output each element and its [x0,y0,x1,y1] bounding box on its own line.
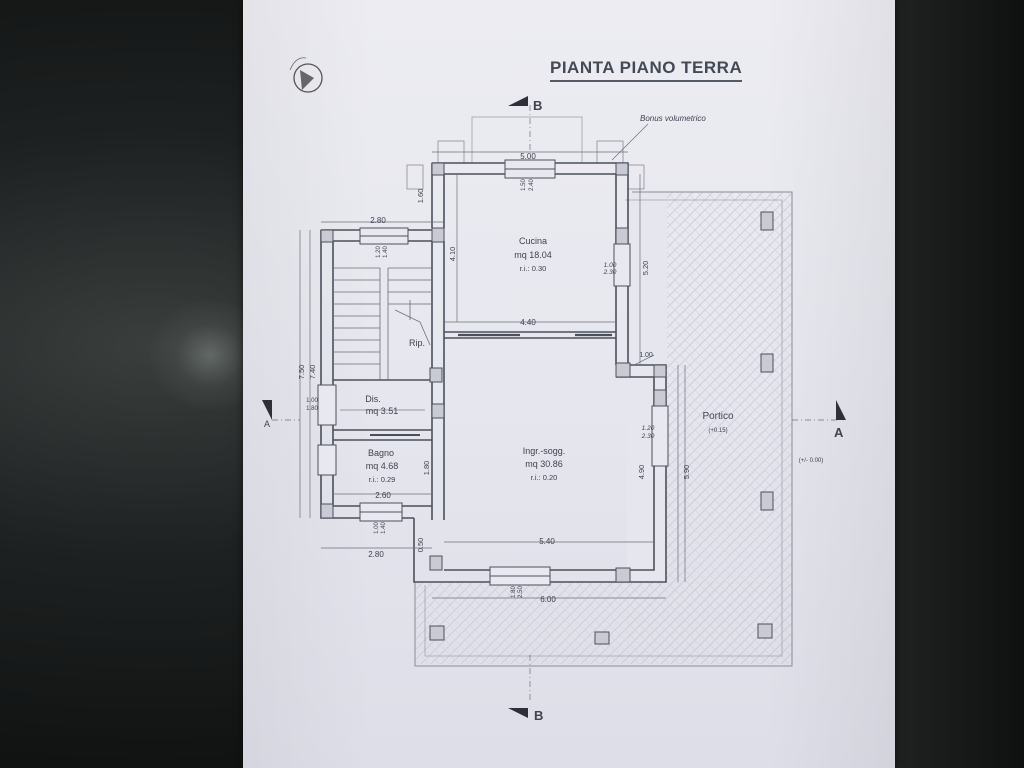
dim-step-width: 1.00 [639,352,653,359]
dim-left-upper-width: 2.80 [370,216,386,225]
north-arrow-icon [289,57,323,93]
front-paving [415,582,793,664]
dim-cucina-side-bottom: 2.30 [603,269,617,276]
pillars [320,162,774,645]
paving-boundary [414,191,793,667]
section-b-top: B [533,98,542,113]
section-a-right: A [834,425,844,440]
room-dis-area: mq 3.51 [366,406,399,416]
dim-left-lower-width: 2.80 [368,550,384,559]
section-markers [262,96,846,718]
room-portico-name: Portico [702,411,734,422]
room-rip-name: Rip. [409,338,425,348]
dim-bagno-window-bottom: 1.40 [381,522,387,534]
dim-dis-window-bottom: 1.80 [306,406,318,412]
dim-sogg-side-bottom: 2.30 [641,433,655,440]
external-level: (+/- 0.00) [799,458,824,464]
dim-bottom-width: 6.00 [540,595,556,604]
section-a-left: A [264,419,270,429]
dim-bagno-width: 2.60 [375,491,391,500]
room-sogg-area: mq 30.86 [525,459,563,469]
desk-surface-right [890,0,1024,768]
dim-cucina-width: 4.40 [520,318,536,327]
room-cucina-ri: r.i.: 0.30 [520,264,547,273]
staircase [333,267,432,380]
bonus-annotation: Bonus volumetrico [640,114,706,123]
room-dis-name: Dis. [365,394,381,404]
room-cucina-area: mq 18.04 [514,250,552,260]
dim-overall-height-a: 7.50 [297,365,306,380]
dim-left-upper-side: 1.60 [416,189,425,204]
dim-stair-window-bottom: 1.40 [383,246,389,258]
dim-door-bottom: 2.50 [518,586,524,598]
section-b-bottom: B [534,708,543,723]
dim-bagno-height: 1.80 [422,461,431,476]
dim-cucina-right-height: 5.20 [641,261,650,276]
dim-left-step-height: 0.50 [416,538,425,553]
cucina-side-window [613,243,631,287]
drawing-title: PIANTA PIANO TERRA [550,58,743,82]
room-cucina-name: Cucina [519,236,547,246]
room-portico-level: (+0.15) [708,428,727,434]
dim-cucina-side-top: 1.00 [604,262,617,269]
dis-window [317,384,337,426]
dim-sogg-height: 4.90 [637,465,646,480]
dim-stair-window-top: 1.20 [376,246,382,258]
dim-cucina-height: 4.10 [448,247,457,262]
room-bagno-ri: r.i.: 0.29 [369,475,396,484]
dim-sogg-side-top: 1.20 [642,425,655,432]
dim-bagno-window-top: 1.00 [374,522,380,534]
dim-overall-height-b: 7.40 [308,365,317,380]
room-bagno-area: mq 4.68 [366,461,399,471]
sogg-side-window [651,405,669,467]
room-bagno-name: Bagno [368,448,394,458]
dim-door-top: 1.80 [511,586,517,598]
dim-cucina-window-top: 1.50 [521,179,527,191]
room-sogg-name: Ingr.-sogg. [523,446,566,456]
dim-sogg-right-height: 5.90 [682,465,691,480]
dim-dis-window-top: 1.00 [306,398,318,404]
dim-sogg-width: 5.40 [539,537,555,546]
dim-cucina-window-bottom: 2.40 [529,179,535,191]
room-sogg-ri: r.i.: 0.20 [531,473,558,482]
dim-top-width: 5.00 [520,152,536,161]
